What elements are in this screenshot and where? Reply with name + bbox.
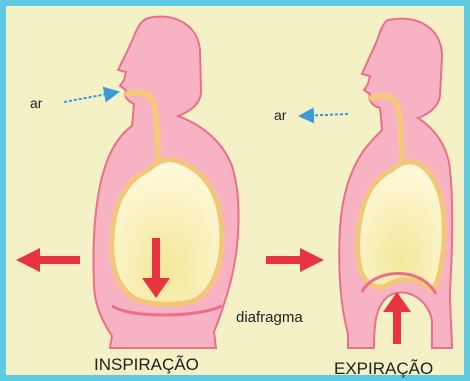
inspiration-air-arrow	[64, 92, 118, 102]
expiration-title: EXPIRAÇÃO	[334, 359, 433, 378]
inspiration-air-label: ar	[30, 95, 43, 111]
inspiration-outward-arrow	[16, 248, 80, 272]
inspiration-title: INSPIRAÇÃO	[94, 355, 199, 374]
expiration-inward-arrow	[266, 248, 324, 272]
diaphragm-label: diafragma	[236, 309, 303, 326]
inspiration-figure: ar INSPIRAÇÃO	[16, 17, 239, 374]
expiration-up-arrow	[383, 292, 411, 344]
expiration-air-arrow	[300, 114, 348, 116]
expiration-air-label: ar	[274, 107, 287, 123]
